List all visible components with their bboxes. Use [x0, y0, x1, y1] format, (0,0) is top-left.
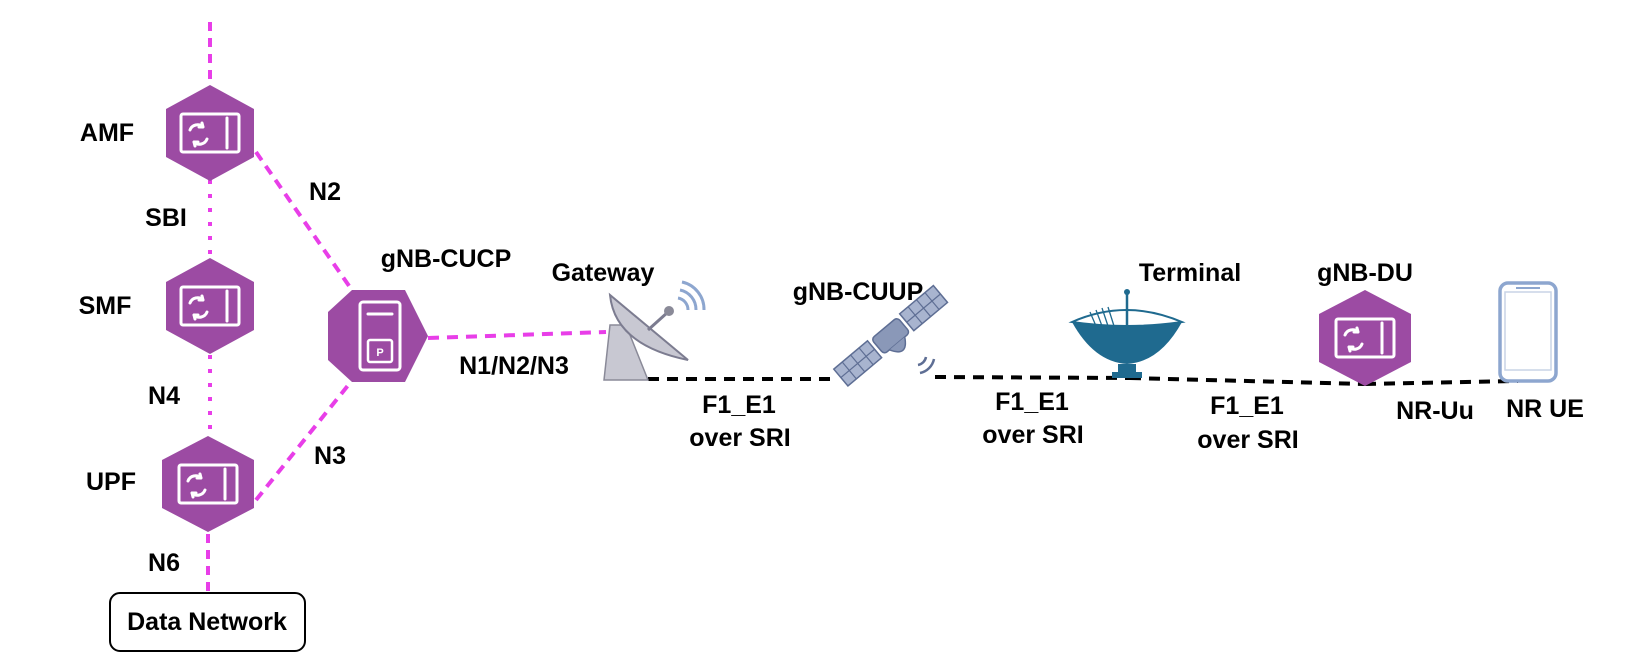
gnb-cucp-node[interactable]: P [328, 290, 428, 382]
n2-label: N2 [309, 178, 341, 206]
n4-label: N4 [148, 382, 180, 410]
du-ue-link [1364, 379, 1519, 386]
gateway-label: Gateway [552, 259, 655, 287]
gnb-cuup-label: gNB-CUUP [793, 278, 924, 306]
gnb-du-label: gNB-DU [1317, 259, 1413, 287]
f1e1-b-line1: F1_E1 [995, 388, 1069, 416]
n3-label: N3 [314, 442, 346, 470]
terminal-dish-icon[interactable] [1068, 289, 1186, 378]
amf-label: AMF [80, 119, 134, 147]
network-function-icon [177, 463, 239, 505]
sbi-label: SBI [145, 204, 187, 232]
f1e1-c-line2: over SRI [1197, 426, 1298, 454]
svg-text:P: P [376, 347, 383, 359]
nr-uu-label: NR-Uu [1396, 397, 1474, 425]
nr-ue-label: NR UE [1506, 395, 1584, 423]
f1e1-c-line1: F1_E1 [1210, 392, 1284, 420]
gnb-du-node[interactable] [1319, 290, 1411, 386]
f1e1-b-line2: over SRI [982, 421, 1083, 449]
n1n2n3-label: N1/N2/N3 [459, 352, 569, 380]
satellite-terminal-link [934, 375, 1131, 380]
server-icon: P [358, 300, 402, 372]
network-function-icon [179, 285, 241, 327]
n2-link [254, 150, 356, 295]
terminal-du-link [1129, 376, 1366, 386]
n3-link [254, 376, 356, 502]
network-function-icon [179, 112, 241, 154]
upf-label: UPF [86, 468, 136, 496]
upf-node[interactable] [162, 436, 254, 532]
satellite-icon[interactable] [832, 284, 953, 393]
network-function-icon [1334, 317, 1396, 359]
amf-node[interactable] [166, 85, 254, 181]
satellite-links [648, 375, 1519, 386]
smf-label: SMF [79, 292, 132, 320]
terminal-label: Terminal [1139, 259, 1241, 287]
n6-label: N6 [148, 549, 180, 577]
f1e1-a-line1: F1_E1 [702, 391, 776, 419]
f1e1-a-line2: over SRI [689, 424, 790, 452]
smartphone-icon[interactable] [1498, 281, 1558, 383]
smf-node[interactable] [166, 258, 254, 354]
core-links [206, 22, 607, 593]
gateway-dish-icon[interactable] [603, 280, 706, 381]
gnb-cucp-label: gNB-CUCP [381, 245, 512, 273]
data-network-label: Data Network [127, 608, 287, 636]
data-network-node[interactable]: Data Network [109, 592, 306, 652]
n1n2n3-link [427, 330, 607, 340]
satellite-signal-icon [917, 356, 936, 375]
